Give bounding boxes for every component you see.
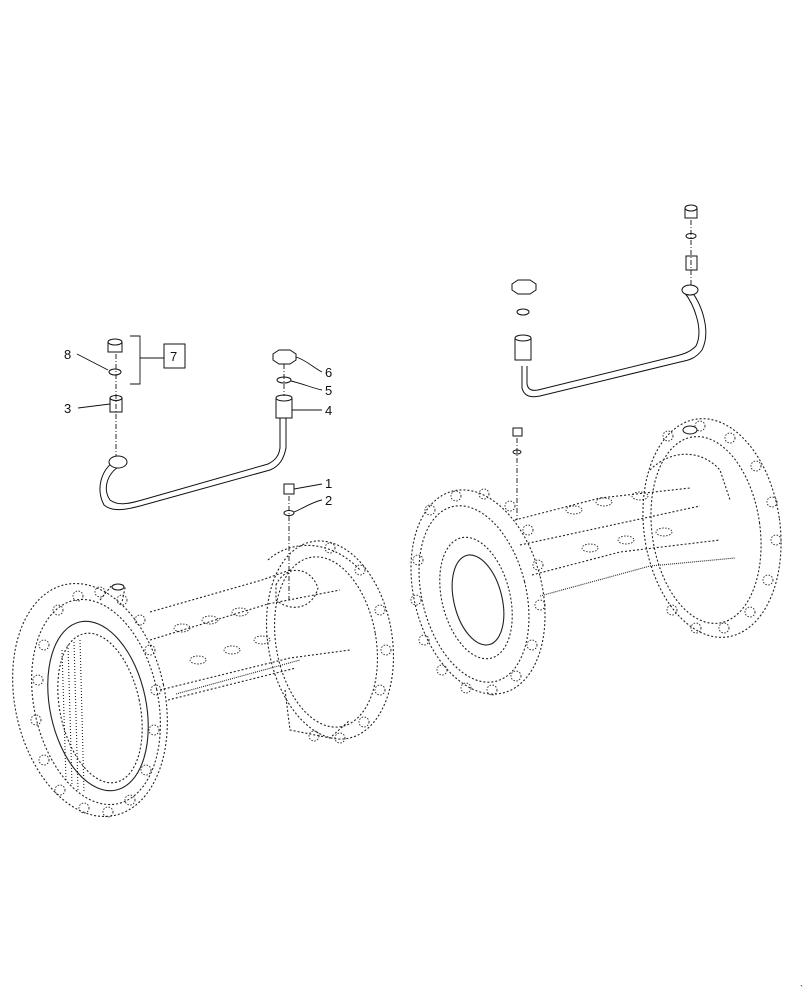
- right-breather-assembly: [511, 204, 707, 520]
- callout-labels: 8 3 7 6 5 4 1 2 `: [64, 347, 803, 994]
- callout-8: 8: [64, 347, 71, 362]
- plug-part1: [283, 483, 295, 495]
- nut-part6: [272, 349, 297, 365]
- left-axle-housing: [12, 540, 395, 818]
- callout-1: 1: [325, 476, 332, 491]
- callout-5: 5: [325, 383, 332, 398]
- callout-box-7: [163, 343, 186, 369]
- callout-7: 7: [170, 349, 177, 364]
- callout-leaders: [76, 335, 323, 513]
- callout-6: 6: [325, 365, 332, 380]
- callout-3: 3: [64, 401, 71, 416]
- right-axle-housing: [410, 418, 782, 696]
- callout-4: 4: [325, 403, 332, 418]
- o-ring-part8: [108, 368, 122, 376]
- callout-2: 2: [325, 493, 332, 508]
- corner-mark: `: [800, 984, 803, 994]
- left-breather-assembly: [99, 338, 297, 600]
